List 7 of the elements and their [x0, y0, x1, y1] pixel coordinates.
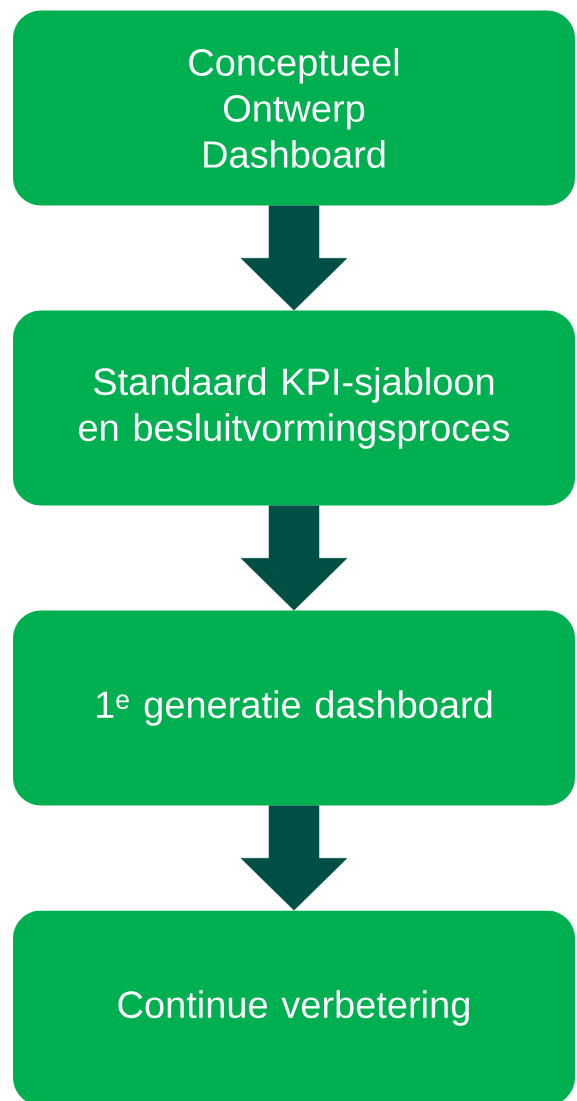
block-arrow: [240, 805, 348, 911]
block-arrow: [240, 205, 348, 311]
process-box: Standaard KPI-sjabloon en besluitvormingsproces: [13, 310, 575, 506]
block-arrow: [240, 505, 348, 611]
process-box: 1$^{e}$ generatie dashboard: [13, 610, 575, 806]
process-box: Conceptueel Ontwerp Dashboard: [13, 10, 575, 206]
process-box: Continue verbetering: [13, 910, 575, 1101]
